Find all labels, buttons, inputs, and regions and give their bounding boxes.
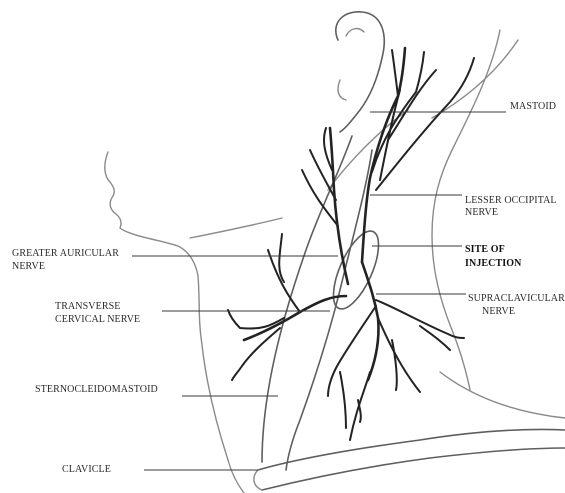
lesser-occipital-branch-5	[392, 50, 398, 96]
sternocleidomastoid-label: STERNOCLEIDOMASTOID	[35, 384, 158, 396]
jaw-line	[190, 218, 282, 238]
supraclavicular-branch-2	[378, 318, 420, 392]
supraclavicular-branch-7	[420, 326, 450, 350]
lesser-occipital-label-line2: NERVE	[465, 207, 498, 219]
transverse-cervical-nerve	[244, 296, 346, 340]
ear-lobe	[338, 80, 346, 100]
site-of-injection-label-line1: SITE OF	[465, 244, 505, 256]
greater-auricular-label-line1: GREATER AURICULAR	[12, 248, 119, 260]
supraclavicular-label-line2: NERVE	[482, 306, 515, 318]
supraclavicular-branch-3	[376, 300, 464, 338]
greater-auricular-label-line2: NERVE	[12, 261, 45, 273]
lesser-occipital-nerve	[362, 48, 405, 262]
clavicle-bone-lower	[262, 448, 565, 490]
mastoid-label: MASTOID	[510, 101, 556, 113]
site-of-injection-label-line2: INJECTION	[465, 258, 521, 270]
clavicle-label: CLAVICLE	[62, 464, 111, 476]
transverse-branch-4	[279, 234, 284, 282]
ear-inner	[346, 29, 364, 36]
supraclavicular-nerve	[362, 262, 379, 380]
lesser-occipital-label-line1: LESSER OCCIPITAL	[465, 195, 557, 207]
transverse-cervical-label-line2: CERVICAL NERVE	[55, 314, 140, 326]
supraclavicular-branch-6	[392, 340, 397, 390]
supraclavicular-branch-1	[328, 306, 376, 396]
supraclavicular-branch-5	[340, 372, 346, 428]
clavicle-end	[254, 470, 262, 490]
transverse-cervical-label-line1: TRANSVERSE	[55, 301, 120, 313]
supraclavicular-label-line1: SUPRACLAVICULAR	[468, 293, 565, 305]
shoulder-line	[440, 372, 565, 418]
